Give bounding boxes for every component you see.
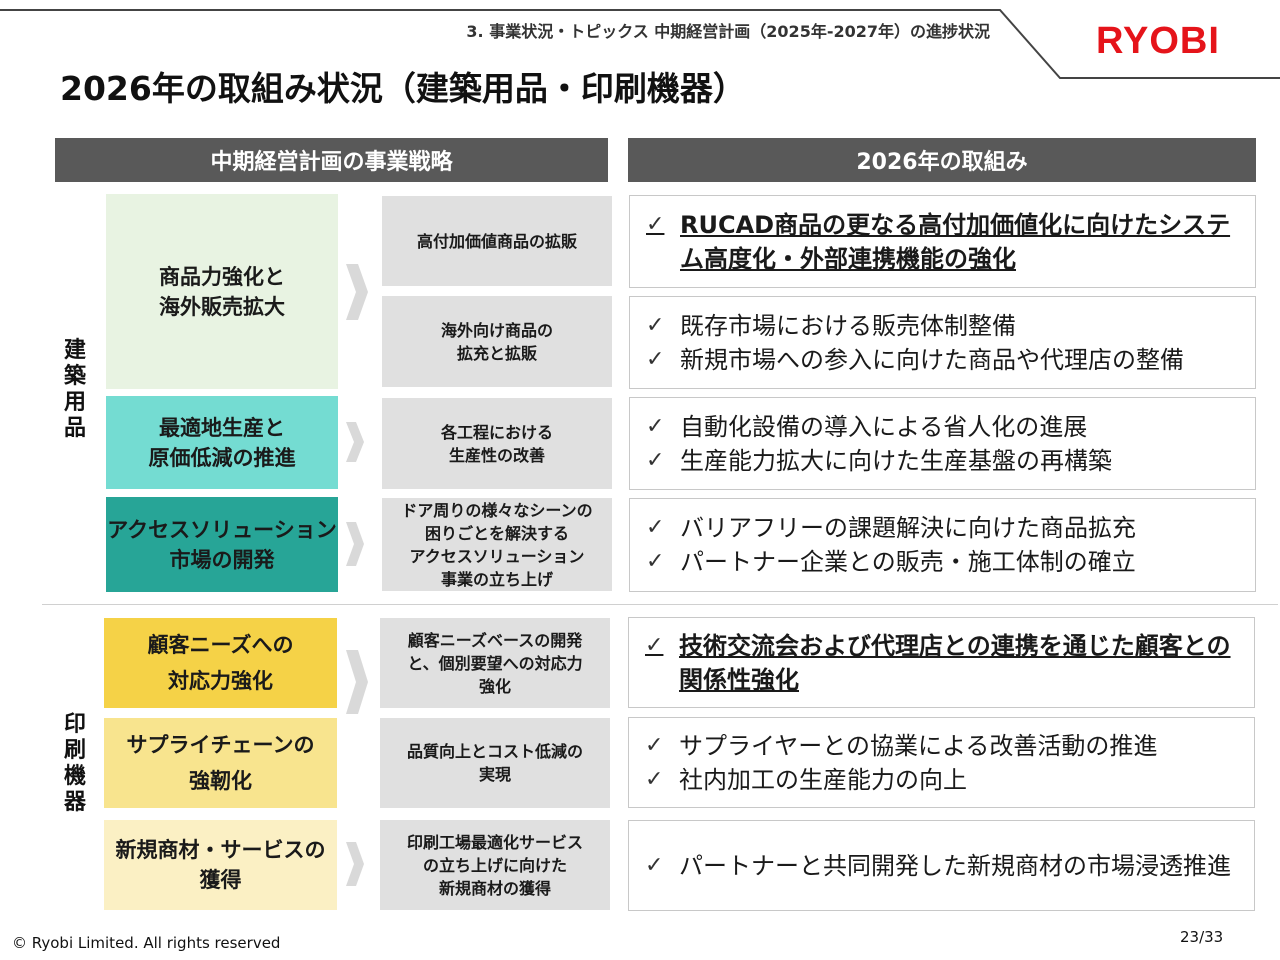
initiative-text: バリアフリーの課題解決に向けた商品拡充 (680, 514, 1136, 542)
initiative-box: ✓ 既存市場における販売体制整備 ✓ 新規市場への参入に向けた商品や代理店の整備 (629, 296, 1256, 389)
sub-strategy: 海外向け商品の 拡充と拡販 (382, 296, 612, 387)
initiative-item: ✓ 新規市場への参入に向けた商品や代理店の整備 (646, 343, 1239, 377)
initiative-text: 既存市場における販売体制整備 (680, 311, 1016, 340)
check-icon: ✓ (646, 515, 665, 540)
initiative-text: 新規市場への参入に向けた商品や代理店の整備 (680, 345, 1184, 374)
initiative-item: ✓ 技術交流会および代理店との連携を通じた顧客との関係性強化 (645, 629, 1238, 697)
check-icon: ✓ (645, 732, 664, 758)
right-column-header: 2026年の取組み (628, 138, 1256, 182)
initiative-item: ✓ バリアフリーの課題解決に向けた商品拡充 (646, 511, 1239, 545)
segment-label-printing: 印 刷 機 器 (63, 712, 86, 815)
initiative-text: 社内加工の生産能力の向上 (679, 765, 967, 794)
copyright: © Ryobi Limited. All rights reserved (12, 934, 281, 952)
segment-divider (42, 604, 1278, 605)
initiative-text: パートナーと共同開発した新規商材の市場浸透推進 (679, 851, 1231, 880)
initiative-text: 技術交流会および代理店との連携を通じた顧客との関係性強化 (679, 631, 1231, 694)
initiative-item: ✓ パートナー企業との販売・施工体制の確立 (646, 545, 1239, 579)
check-icon: ✓ (646, 346, 665, 372)
check-icon: ✓ (646, 413, 665, 439)
strategy-optimal-production: 最適地生産と 原価低減の推進 (106, 396, 338, 489)
check-icon: ✓ (645, 766, 664, 792)
segment-label-building: 建 築 用 品 (63, 338, 86, 441)
left-column-header: 中期経営計画の事業戦略 (55, 138, 608, 182)
initiative-item: ✓ RUCAD商品の更なる高付加価値化に向けたシステム高度化・外部連携機能の強化 (646, 208, 1239, 276)
strategy-new-products: 新規商材・サービスの 獲得 (104, 820, 337, 910)
initiative-box: ✓ 自動化設備の導入による省人化の進展 ✓ 生産能力拡大に向けた生産基盤の再構築 (629, 397, 1256, 490)
initiative-item: ✓ 社内加工の生産能力の向上 (645, 763, 1238, 797)
initiative-text: サプライヤーとの協業による改善活動の推進 (679, 731, 1158, 760)
strategy-supply-chain: サプライチェーンの 強靭化 (104, 718, 337, 808)
initiative-text: RUCAD商品の更なる高付加価値化に向けたシステム高度化・外部連携機能の強化 (680, 210, 1231, 273)
initiative-text: 自動化設備の導入による省人化の進展 (680, 412, 1088, 441)
breadcrumb: 3. 事業状況・トピックス 中期経営計画（2025年-2027年）の進捗状況 (466, 22, 990, 41)
check-icon: ✓ (645, 632, 664, 658)
initiative-box: ✓ パートナーと共同開発した新規商材の市場浸透推進 (628, 820, 1255, 911)
sub-strategy: ドア周りの様々なシーンの 困りごとを解決する アクセスソリューション 事業の立ち… (382, 498, 612, 591)
ryobi-logo: RYOBI (1096, 20, 1220, 62)
strategy-customer-needs: 顧客ニーズへの 対応力強化 (104, 618, 337, 708)
initiative-text: パートナー企業との販売・施工体制の確立 (680, 548, 1136, 576)
strategy-access-solution: アクセスソリューション 市場の開発 (106, 497, 338, 592)
initiative-box: ✓ サプライヤーとの協業による改善活動の推進 ✓ 社内加工の生産能力の向上 (628, 717, 1255, 808)
chevron-arrows (346, 264, 368, 886)
check-icon: ✓ (646, 211, 665, 237)
initiative-item: ✓ パートナーと共同開発した新規商材の市場浸透推進 (645, 849, 1238, 883)
initiative-text: 生産能力拡大に向けた生産基盤の再構築 (680, 446, 1112, 475)
initiative-item: ✓ サプライヤーとの協業による改善活動の推進 (645, 729, 1238, 763)
initiative-box: ✓ 技術交流会および代理店との連携を通じた顧客との関係性強化 (628, 617, 1255, 708)
initiative-item: ✓ 自動化設備の導入による省人化の進展 (646, 410, 1239, 444)
check-icon: ✓ (645, 852, 664, 878)
sub-strategy: 品質向上とコスト低減の 実現 (380, 718, 610, 808)
header-line-decoration (0, 9, 1280, 79)
initiative-item: ✓ 既存市場における販売体制整備 (646, 309, 1239, 343)
page-number: 23/33 (1180, 928, 1224, 946)
check-icon: ✓ (646, 447, 665, 473)
page-title: 2026年の取組み状況（建築用品・印刷機器） (60, 69, 746, 108)
sub-strategy: 高付加価値商品の拡販 (382, 196, 612, 286)
check-icon: ✓ (646, 312, 665, 338)
initiative-box: ✓ RUCAD商品の更なる高付加価値化に向けたシステム高度化・外部連携機能の強化 (629, 195, 1256, 288)
initiative-item: ✓ 生産能力拡大に向けた生産基盤の再構築 (646, 444, 1239, 478)
sub-strategy: 顧客ニーズベースの開発 と、個別要望への対応力 強化 (380, 618, 610, 708)
check-icon: ✓ (646, 549, 665, 574)
initiative-box: ✓ バリアフリーの課題解決に向けた商品拡充 ✓ パートナー企業との販売・施工体制の確… (629, 498, 1256, 592)
strategy-product-overseas: 商品力強化と 海外販売拡大 (106, 194, 338, 389)
sub-strategy: 各工程における 生産性の改善 (382, 398, 612, 489)
sub-strategy: 印刷工場最適化サービス の立ち上げに向けた 新規商材の獲得 (380, 820, 610, 910)
